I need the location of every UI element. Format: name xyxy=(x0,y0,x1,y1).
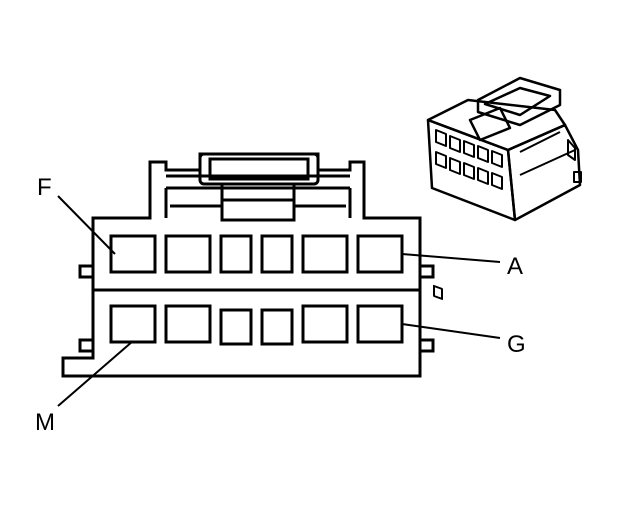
pin-label-m: M xyxy=(35,409,55,436)
pin-leader-lines xyxy=(57,195,501,407)
iso-latch xyxy=(476,76,562,127)
cavity-j xyxy=(260,308,294,346)
iso-cavities-top xyxy=(433,284,443,300)
pin-label-a: A xyxy=(507,253,523,280)
pin-label-g: G xyxy=(507,331,526,358)
iso-latch-tab xyxy=(468,106,512,142)
housing-side-tab-right-lower xyxy=(418,338,435,353)
iso-latch-inner xyxy=(483,86,552,117)
cavity-f xyxy=(109,234,157,274)
housing-side-tab-left-upper xyxy=(78,264,95,279)
iso-cavities xyxy=(435,129,503,190)
connector-face-view xyxy=(61,152,435,378)
housing-side-tab-left-lower xyxy=(78,338,95,353)
cavity-row-top xyxy=(109,234,404,274)
connector-lock-latch xyxy=(164,152,352,222)
iso-side-tab xyxy=(573,171,582,183)
cavity-h xyxy=(301,304,349,344)
cavity-k xyxy=(219,308,253,346)
leader-line-g xyxy=(401,323,501,339)
iso-side-detail xyxy=(519,131,576,176)
pin-label-f: F xyxy=(37,174,52,201)
cavity-d xyxy=(219,234,253,274)
cavity-l xyxy=(164,304,212,344)
connector-isometric-view xyxy=(426,76,582,300)
iso-body-side xyxy=(506,123,582,222)
cavity-e xyxy=(164,234,212,274)
cavity-m xyxy=(109,304,157,344)
housing-side-tab-right-upper xyxy=(418,264,435,279)
cavity-a xyxy=(356,234,404,274)
cavity-row-bottom xyxy=(109,304,404,346)
leader-line-m xyxy=(57,340,134,407)
cavity-g xyxy=(356,304,404,344)
cavity-c xyxy=(260,234,294,274)
iso-body-top xyxy=(426,98,567,152)
leader-line-a xyxy=(401,253,501,263)
cavity-b xyxy=(301,234,349,274)
leader-line-f xyxy=(57,195,116,255)
